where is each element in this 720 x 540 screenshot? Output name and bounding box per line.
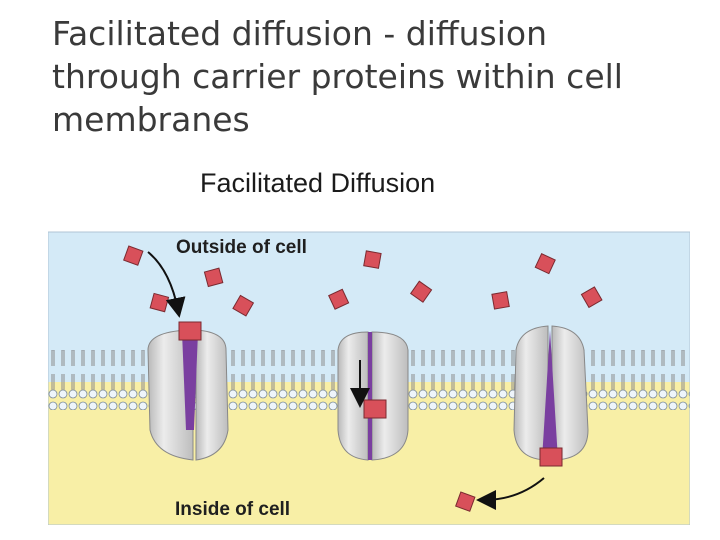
carrier-protein-3 xyxy=(513,325,589,467)
molecule-released xyxy=(539,447,563,467)
inside-of-cell-label: Inside of cell xyxy=(175,499,291,520)
outside-of-cell-label: Outside of cell xyxy=(176,237,307,258)
slide-title-line-2: through carrier proteins within cell xyxy=(52,57,623,96)
facilitated-diffusion-diagram: Facilitated Diffusion Outside of cell In… xyxy=(48,160,690,525)
protein-1-channel xyxy=(182,332,198,430)
diagram-illustration xyxy=(48,231,690,525)
protein-3-channel xyxy=(542,330,558,460)
slide-title: Facilitated diffusion - diffusion throug… xyxy=(52,12,692,141)
entry-arrow xyxy=(147,251,186,318)
slide-title-line-3: membranes xyxy=(52,100,250,139)
outside-molecules xyxy=(123,245,603,317)
inside-molecule xyxy=(455,491,476,512)
molecule-bound-2 xyxy=(363,399,387,419)
diagram-caption: Facilitated Diffusion xyxy=(200,168,436,198)
carrier-protein-1 xyxy=(147,321,229,461)
molecule-bound-1 xyxy=(178,321,202,341)
carrier-protein-2 xyxy=(337,331,409,461)
exit-arrow xyxy=(476,477,545,510)
slide-title-line-1: Facilitated diffusion - diffusion xyxy=(52,14,548,53)
